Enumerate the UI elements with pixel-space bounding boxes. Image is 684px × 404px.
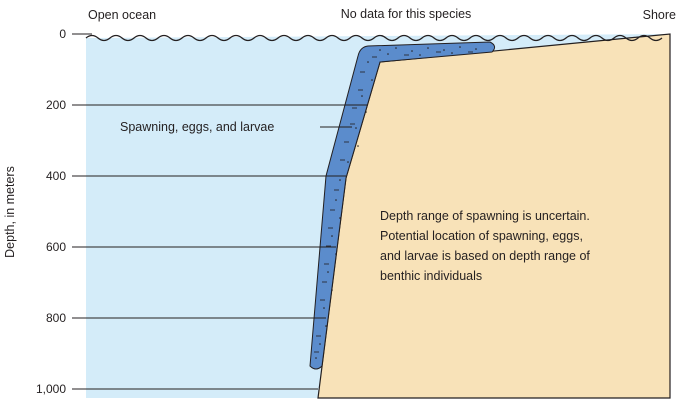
y-axis-label: Depth, in meters: [3, 166, 17, 258]
tick-label-400: 400: [46, 169, 66, 183]
spawning-callout-label: Spawning, eggs, and larvae: [120, 120, 274, 134]
no-data-label: No data for this species: [341, 7, 472, 21]
note-line-2: Potential location of spawning, eggs,: [380, 229, 583, 243]
tick-label-1000: 1,000: [36, 382, 66, 396]
open-ocean-label: Open ocean: [88, 8, 156, 22]
note-line-4: benthic individuals: [380, 269, 482, 283]
tick-label-600: 600: [46, 240, 66, 254]
tick-label-0: 0: [59, 27, 66, 41]
tick-label-800: 800: [46, 311, 66, 325]
note-line-3: and larvae is based on depth range of: [380, 249, 590, 263]
note-line-1: Depth range of spawning is uncertain.: [380, 209, 590, 223]
shore-label: Shore: [643, 8, 676, 22]
tick-label-200: 200: [46, 98, 66, 112]
